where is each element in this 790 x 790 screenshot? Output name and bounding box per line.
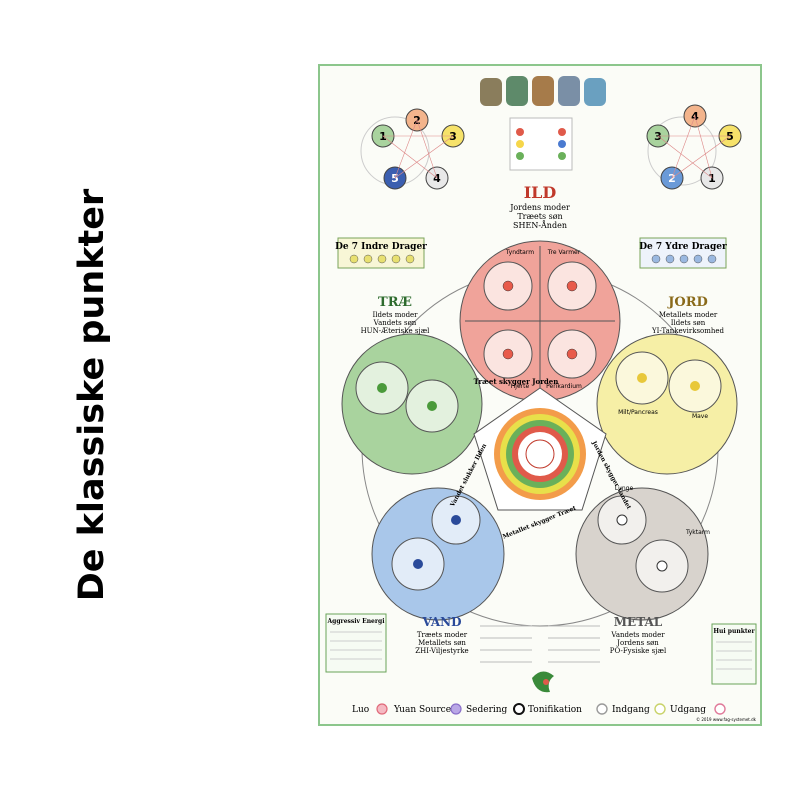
center-bottom-text-block — [480, 625, 600, 663]
top-left-cycle-diagram: 2 1 3 5 4 — [360, 108, 465, 190]
svg-text:5: 5 — [726, 130, 734, 143]
earth-meridian-1: Milt/Pancreas — [618, 409, 658, 416]
element-name-earth: JORD — [667, 295, 708, 310]
aggressive-energy-box: Aggressiv Energi — [325, 613, 387, 673]
earth-meridian-circles: Milt/Pancreas Mave — [615, 351, 722, 420]
metal-meridian-1: Lunge — [615, 485, 634, 492]
element-name-water: VAND — [421, 615, 461, 629]
earth-meridian-2: Mave — [692, 413, 708, 420]
legend-label-indgang: Indgang — [612, 705, 650, 715]
element-line-earth-1: Metallets moder — [659, 311, 718, 319]
element-line-wood-2: Vandets søn — [373, 319, 417, 327]
fire-meridian-2: Hjerte — [511, 383, 530, 390]
element-line-metal-2: Jordens søn — [616, 639, 659, 647]
legend: Luo Yuan Source Sedering Tonifikation In… — [352, 703, 726, 715]
legend-swatch-tonifikation — [596, 703, 608, 715]
inner-dragons-title: De 7 Indre Drager — [335, 242, 427, 252]
legend-swatch-yuan-source — [450, 703, 462, 715]
svg-text:1: 1 — [708, 172, 716, 185]
legend-swatch-indgang — [654, 703, 666, 715]
element-line-earth-3: YI-Tankevirksomhed — [651, 327, 725, 335]
yin-yang-logo — [532, 671, 554, 693]
outer-dragons-title: De 7 Ydre Drager — [639, 242, 727, 252]
poster-diagram: 2 1 3 5 4 4 3 5 2 1 — [325, 76, 757, 722]
svg-text:5: 5 — [391, 172, 399, 185]
element-line-water-3: ZHI-Viljestyrke — [415, 647, 468, 655]
top-photos — [480, 76, 606, 106]
photo-4 — [558, 76, 580, 106]
element-name-wood: TRÆ — [378, 295, 412, 310]
element-line-fire-2: Træets søn — [517, 212, 562, 221]
wood-meridian-circles — [355, 361, 459, 433]
element-line-water-2: Metallets søn — [418, 639, 466, 647]
legend-label-yuan-source: Yuan Source — [393, 705, 451, 715]
legend-label-sedering: Sedering — [466, 705, 508, 715]
central-wheel — [473, 387, 607, 511]
photo-5 — [584, 78, 606, 106]
legend-swatch-luo — [376, 703, 388, 715]
svg-text:2: 2 — [668, 172, 676, 185]
element-line-metal-3: PO-Fysiske sjæl — [610, 647, 667, 655]
fire-meridian-1: Tyndtarm — [505, 249, 534, 256]
center-top-table — [509, 117, 573, 171]
legend-label-tonifikation: Tonifikation — [528, 705, 582, 715]
legend-swatch-udgang — [714, 703, 726, 715]
svg-text:3: 3 — [654, 130, 662, 143]
svg-text:3: 3 — [449, 130, 457, 143]
metal-meridian-2: Tyktarm — [685, 529, 710, 536]
legend-swatch-sedering — [513, 703, 525, 715]
hui-points-box: Hui punkter — [711, 623, 757, 685]
page-title: De klassiske punkter — [72, 188, 112, 602]
photo-2 — [506, 76, 528, 106]
element-line-wood-1: Ildets moder — [372, 311, 418, 319]
fire-meridian-3: Perikardium — [546, 383, 582, 390]
element-line-fire-1: Jordens moder — [509, 203, 570, 212]
hui-points-title: Hui punkter — [713, 628, 755, 635]
poster: 2 1 3 5 4 4 3 5 2 1 — [318, 64, 762, 726]
outer-dragons-box: De 7 Ydre Drager — [639, 237, 727, 269]
fire-meridian-circles: Tyndtarm Hjerte Perikardium Tre Varmer — [465, 246, 615, 396]
inner-dragons-box: De 7 Indre Drager — [335, 237, 427, 269]
element-name-fire: ILD — [524, 183, 557, 202]
legend-label-luo: Luo — [352, 705, 369, 715]
photo-1 — [480, 78, 502, 106]
photo-3 — [532, 76, 554, 106]
metal-meridian-circles: Lunge Tyktarm — [597, 485, 710, 593]
aggressive-energy-title: Aggressiv Energi — [326, 618, 385, 625]
element-name-metal: METAL — [614, 615, 663, 629]
copyright: © 2019 www.fag-systemet.dk — [696, 717, 757, 722]
element-line-water-1: Træets moder — [417, 631, 468, 639]
cycle-label-1: Træet skygger Jorden — [474, 377, 559, 386]
top-right-cycle-diagram: 4 3 5 2 1 — [646, 104, 742, 190]
water-meridian-circles — [391, 495, 481, 591]
element-line-earth-2: Ildets søn — [671, 319, 706, 327]
element-line-metal-1: Vandets moder — [610, 631, 665, 639]
element-line-wood-3: HUN-Æteriske sjæl — [361, 327, 431, 335]
legend-label-udgang: Udgang — [670, 705, 706, 715]
element-line-fire-3: SHEN-Ånden — [513, 221, 567, 230]
fire-meridian-4: Tre Varmer — [547, 249, 581, 256]
svg-text:1: 1 — [379, 130, 387, 143]
element-circle-earth — [596, 333, 738, 475]
